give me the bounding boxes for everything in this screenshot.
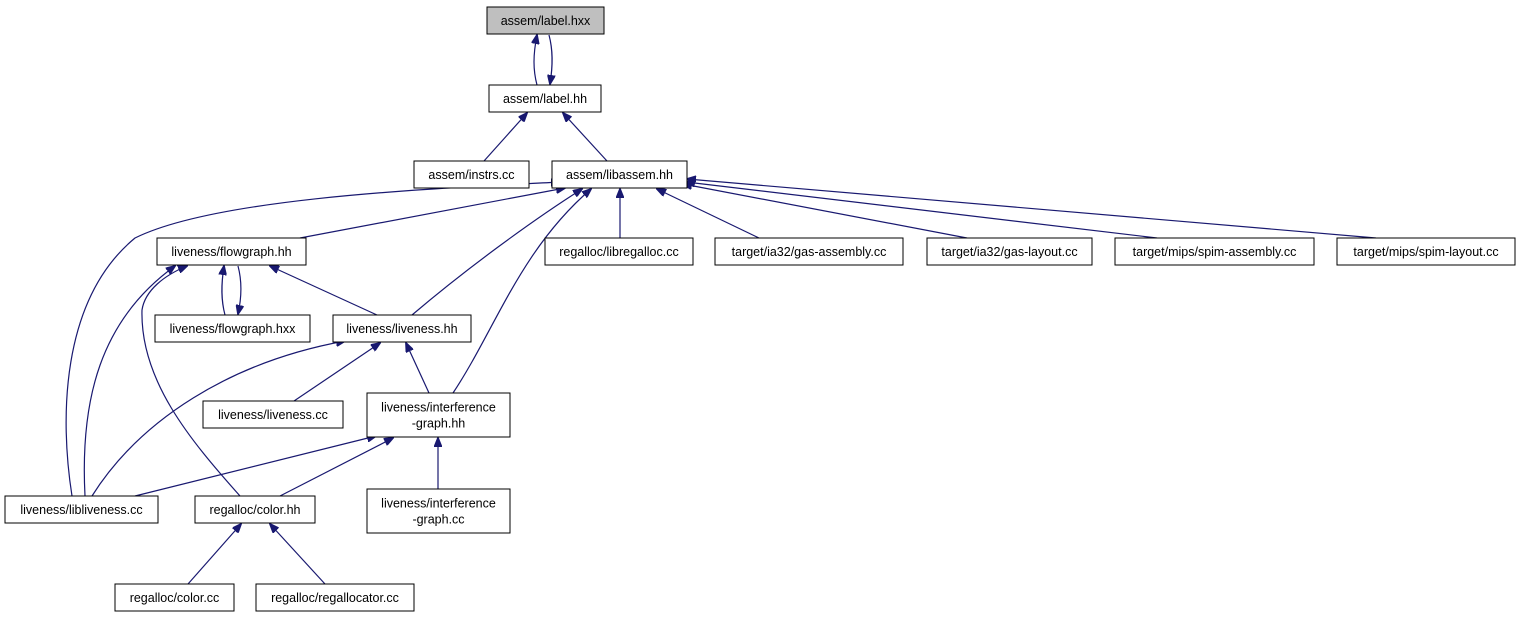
node-box	[4, 495, 159, 524]
node-box	[926, 237, 1093, 266]
node-label-hh[interactable]: assem/label.hh	[488, 84, 602, 113]
edge-label-hxx-to-label-hh	[549, 34, 552, 84]
node-label: -graph.cc	[412, 513, 464, 527]
node-label: target/ia32/gas-layout.cc	[941, 245, 1077, 259]
edge-ia32-gas-layout-to-libassem-hh	[683, 184, 968, 239]
node-box	[332, 314, 472, 343]
node-box	[202, 400, 344, 429]
node-liveness-hh[interactable]: liveness/liveness.hh	[332, 314, 472, 343]
edge-libassem-hh-to-label-hh	[563, 113, 608, 162]
edge-interference-hh-to-liveness-hh	[406, 343, 430, 394]
node-color-cc[interactable]: regalloc/color.cc	[114, 583, 235, 612]
node-box	[1114, 237, 1315, 266]
node-box	[1336, 237, 1516, 266]
node-label: liveness/liveness.hh	[346, 322, 457, 336]
node-label: liveness/interference	[381, 497, 496, 511]
edge-libliveness-cc-to-interference-hh	[134, 436, 376, 497]
node-label: assem/libassem.hh	[566, 168, 673, 182]
node-label: liveness/flowgraph.hh	[171, 245, 291, 259]
node-label: target/mips/spim-assembly.cc	[1133, 245, 1297, 259]
edge-flowgraph-hxx-to-flowgraph-hh	[222, 266, 225, 316]
node-regallocator-cc[interactable]: regalloc/regallocator.cc	[255, 583, 415, 612]
node-box	[156, 237, 307, 266]
node-label: assem/label.hh	[503, 92, 587, 106]
node-color-hh[interactable]: regalloc/color.hh	[194, 495, 316, 524]
edge-libliveness-cc-to-liveness-hh	[91, 341, 345, 497]
node-label: liveness/interference	[381, 401, 496, 415]
node-box	[413, 160, 530, 189]
edge-regallocator-cc-to-color-hh	[270, 524, 326, 585]
nodes-layer: assem/label.hxx assem/label.hh assem/instr…	[4, 6, 1516, 612]
node-box	[366, 392, 511, 438]
edge-ia32-gas-assembly-to-libassem-hh	[657, 189, 760, 239]
edge-mips-spim-assembly-to-libassem-hh	[686, 182, 1158, 239]
node-box	[714, 237, 904, 266]
node-label: regalloc/regallocator.cc	[271, 591, 399, 605]
node-libliveness-cc[interactable]: liveness/libliveness.cc	[4, 495, 159, 524]
node-liveness-cc[interactable]: liveness/liveness.cc	[202, 400, 344, 429]
node-label: -graph.hh	[412, 417, 466, 431]
node-label: target/mips/spim-layout.cc	[1353, 245, 1498, 259]
node-label: liveness/flowgraph.hxx	[170, 322, 297, 336]
node-mips-spim-layout[interactable]: target/mips/spim-layout.cc	[1336, 237, 1516, 266]
node-label: target/ia32/gas-assembly.cc	[732, 245, 887, 259]
edge-libliveness-cc-to-flowgraph-hh	[83, 266, 175, 497]
node-libassem-hh[interactable]: assem/libassem.hh	[551, 160, 688, 189]
node-box	[486, 6, 605, 35]
node-interference-cc[interactable]: liveness/interference -graph.cc	[366, 488, 511, 534]
node-label: assem/label.hxx	[501, 14, 591, 28]
node-box	[551, 160, 688, 189]
node-box	[194, 495, 316, 524]
node-flowgraph-hxx[interactable]: liveness/flowgraph.hxx	[154, 314, 311, 343]
node-label-hxx[interactable]: assem/label.hxx	[486, 6, 605, 35]
node-label: regalloc/color.cc	[130, 591, 220, 605]
node-interference-hh[interactable]: liveness/interference -graph.hh	[366, 392, 511, 438]
node-label: regalloc/color.hh	[209, 503, 300, 517]
edge-flowgraph-hh-to-libassem-hh	[299, 188, 565, 239]
edge-libliveness-cc-to-libassem-hh	[65, 182, 560, 497]
node-instrs-cc[interactable]: assem/instrs.cc	[413, 160, 530, 189]
node-label: liveness/liveness.cc	[218, 408, 328, 422]
node-box	[366, 488, 511, 534]
edge-color-cc-to-color-hh	[187, 524, 241, 585]
node-ia32-gas-assembly[interactable]: target/ia32/gas-assembly.cc	[714, 237, 904, 266]
edge-color-hh-to-flowgraph-hh	[141, 266, 241, 497]
node-mips-spim-assembly[interactable]: target/mips/spim-assembly.cc	[1114, 237, 1315, 266]
node-box	[255, 583, 415, 612]
edges-layer	[65, 34, 1377, 585]
node-label: assem/instrs.cc	[428, 168, 514, 182]
edge-liveness-cc-to-liveness-hh	[293, 343, 380, 402]
node-ia32-gas-layout[interactable]: target/ia32/gas-layout.cc	[926, 237, 1093, 266]
edge-liveness-hh-to-libassem-hh	[411, 189, 582, 316]
node-label: regalloc/libregalloc.cc	[559, 245, 679, 259]
node-flowgraph-hh[interactable]: liveness/flowgraph.hh	[156, 237, 307, 266]
edge-instrs-cc-to-label-hh	[483, 113, 527, 162]
node-label: liveness/libliveness.cc	[20, 503, 142, 517]
node-box	[544, 237, 694, 266]
edge-liveness-hh-to-flowgraph-hh	[270, 266, 378, 316]
node-box	[154, 314, 311, 343]
node-libregalloc-cc[interactable]: regalloc/libregalloc.cc	[544, 237, 694, 266]
edge-label-hh-to-label-hxx	[534, 35, 537, 86]
edge-interference-hh-to-libassem-hh	[452, 189, 591, 394]
node-box	[114, 583, 235, 612]
edge-flowgraph-hh-to-flowgraph-hxx	[238, 265, 241, 314]
edge-mips-spim-layout-to-libassem-hh	[687, 179, 1377, 239]
node-box	[488, 84, 602, 113]
edge-color-hh-to-interference-hh	[279, 438, 393, 497]
